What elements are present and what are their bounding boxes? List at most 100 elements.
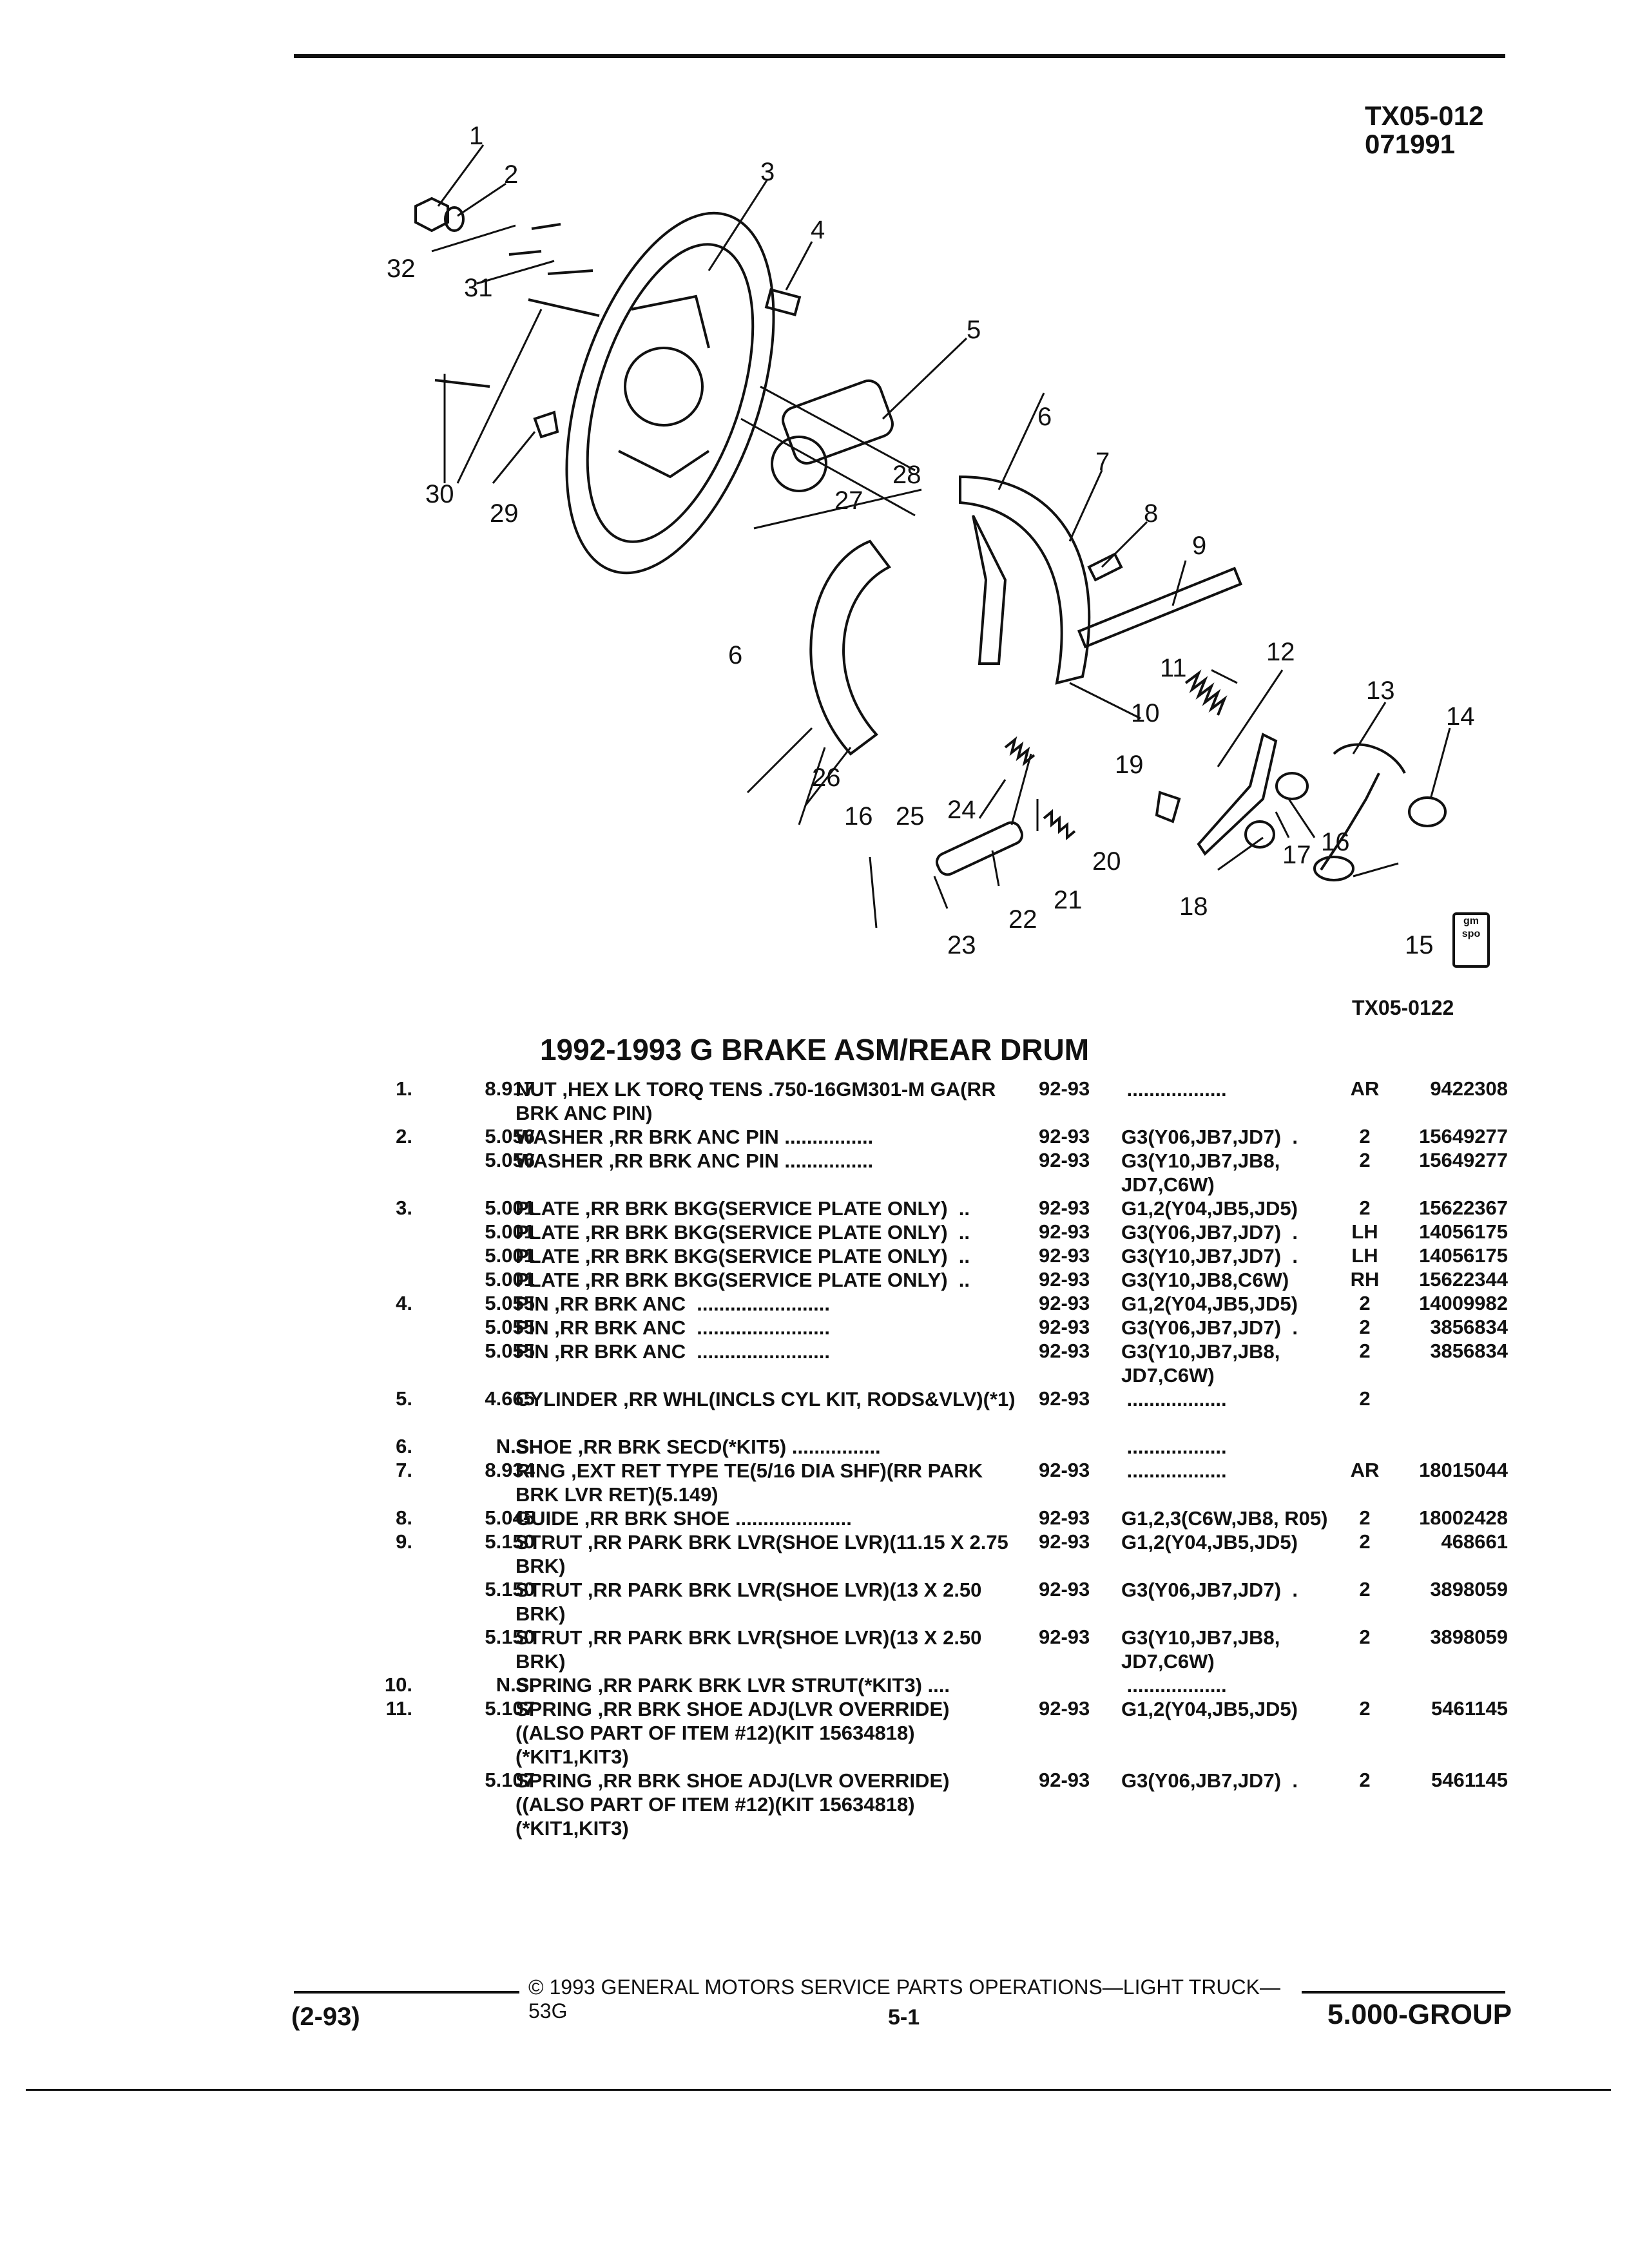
callout-28: 28 <box>892 461 921 489</box>
callout-7: 7 <box>1095 448 1110 476</box>
parts-application: G3(Y10,JB7,JB8, JD7,C6W) <box>1121 1626 1286 1673</box>
brake-shoe-right-shape <box>959 475 1091 685</box>
callout-25: 25 <box>896 802 925 831</box>
callout-12: 12 <box>1266 638 1295 666</box>
parts-application: G3(Y06,JB7,JD7) . <box>1121 1221 1298 1244</box>
footer-rule-left <box>294 1991 519 1994</box>
parts-part-number: 15649277 <box>1419 1149 1508 1171</box>
callout-18: 18 <box>1179 892 1208 921</box>
top-rule <box>294 54 1505 58</box>
callout-2: 2 <box>504 160 518 189</box>
header-code-line1: TX05-012 <box>1365 101 1484 131</box>
callout-21: 21 <box>1054 886 1083 914</box>
parts-part-number: 15622367 <box>1419 1196 1508 1219</box>
parts-group-number: N.S. <box>496 1673 535 1696</box>
parts-quantity: RH <box>1350 1268 1380 1291</box>
parts-description: PLATE ,RR BRK BKG(SERVICE PLATE ONLY) .. <box>516 1269 970 1291</box>
parts-years: 92-93 <box>1039 1626 1090 1648</box>
spring-17-shape <box>1244 820 1275 849</box>
callout-8: 8 <box>1144 499 1158 528</box>
parts-years: 92-93 <box>1039 1196 1090 1219</box>
parts-part-number: 5461145 <box>1431 1697 1508 1720</box>
parts-application: .................. <box>1121 1436 1227 1458</box>
callout-6-left: 6 <box>728 641 742 669</box>
parts-application: .................. <box>1121 1388 1227 1410</box>
parts-group-number: 5.107 <box>485 1697 535 1720</box>
parts-part-number: 3898059 <box>1430 1626 1508 1648</box>
parts-application: G1,2(Y04,JB5,JD5) <box>1121 1197 1298 1220</box>
parts-years: 92-93 <box>1039 1506 1090 1529</box>
callout-27: 27 <box>834 486 863 515</box>
parts-group-number: 5.055 <box>485 1292 535 1314</box>
parts-years: 92-93 <box>1039 1077 1090 1100</box>
parts-part-number: 18015044 <box>1419 1459 1508 1481</box>
parts-part-number: 3898059 <box>1430 1578 1508 1600</box>
parts-part-number: 15622344 <box>1419 1268 1508 1291</box>
parts-description: WASHER ,RR BRK ANC PIN ................ <box>516 1126 874 1148</box>
strut-shape <box>1077 566 1243 649</box>
callout-32: 32 <box>387 255 416 283</box>
parts-group-number: 5.056 <box>485 1149 535 1171</box>
callout-9: 9 <box>1192 532 1206 560</box>
footer-page-number: 5-1 <box>888 2005 920 2030</box>
parts-quantity: 2 <box>1359 1530 1371 1553</box>
footer-rule-right <box>1302 1991 1505 1994</box>
bottom-rule <box>26 2089 1611 2091</box>
anchor-pin-shape <box>764 288 802 316</box>
parts-application: G3(Y06,JB7,JD7) . <box>1121 1316 1298 1339</box>
brake-exploded-diagram: 1 2 3 4 5 6 7 8 9 6 11 12 13 14 10 19 16… <box>387 122 1475 959</box>
parts-group-number: 8.917 <box>485 1077 535 1100</box>
parts-group-number: 5.001 <box>485 1196 535 1219</box>
parts-years: 92-93 <box>1039 1769 1090 1791</box>
parts-years: 92-93 <box>1039 1149 1090 1171</box>
cable-guide-shape <box>1333 743 1406 774</box>
callout-16-left: 16 <box>844 802 873 831</box>
parts-description: STRUT ,RR PARK BRK LVR(SHOE LVR)(11.15 X… <box>516 1531 1014 1577</box>
parts-group-number: 5.150 <box>485 1578 535 1600</box>
callout-15: 15 <box>1405 931 1434 959</box>
parts-description: STRUT ,RR PARK BRK LVR(SHOE LVR)(13 X 2.… <box>516 1626 988 1673</box>
callout-3: 3 <box>760 158 775 186</box>
callout-16-right: 16 <box>1321 828 1350 856</box>
parts-years: 92-93 <box>1039 1268 1090 1291</box>
spring-16-shape <box>1275 772 1309 800</box>
parts-group-number: 5.055 <box>485 1316 535 1338</box>
parts-years: 92-93 <box>1039 1459 1090 1481</box>
shoe-guide-shape <box>1087 552 1123 582</box>
parts-quantity: 2 <box>1359 1626 1371 1648</box>
callout-20: 20 <box>1092 847 1121 876</box>
parts-years: 92-93 <box>1039 1125 1090 1148</box>
parts-quantity: 2 <box>1359 1769 1371 1791</box>
parts-quantity: 2 <box>1359 1340 1371 1362</box>
parts-quantity: 2 <box>1359 1578 1371 1600</box>
adjuster-screw-shape <box>935 821 1024 876</box>
parts-group-number: 8.934 <box>485 1459 535 1481</box>
parts-item-number: 3. <box>396 1196 412 1219</box>
callout-23: 23 <box>947 931 976 959</box>
parts-years: 92-93 <box>1039 1244 1090 1267</box>
nut-shape <box>414 197 449 233</box>
callout-29: 29 <box>490 499 519 528</box>
callout-4: 4 <box>811 216 825 244</box>
parts-description: SPRING ,RR BRK SHOE ADJ(LVR OVERRIDE) ((… <box>516 1698 956 1768</box>
parts-quantity: 2 <box>1359 1316 1371 1338</box>
callout-30: 30 <box>425 480 454 508</box>
callout-22: 22 <box>1008 905 1037 934</box>
parts-application: G3(Y10,JB8,C6W) <box>1121 1269 1289 1291</box>
callout-13: 13 <box>1366 677 1395 705</box>
parts-item-number: 1. <box>396 1077 412 1100</box>
parts-application: .................. <box>1121 1078 1227 1100</box>
parts-part-number: 3856834 <box>1430 1340 1508 1362</box>
header-code-line2: 071991 <box>1365 129 1456 159</box>
callout-31: 31 <box>464 274 493 302</box>
callout-11: 11 <box>1160 654 1187 682</box>
header-code: TX05-012 071991 <box>1365 102 1483 159</box>
footer-date: (2-93) <box>291 2003 360 2031</box>
parts-years: 92-93 <box>1039 1697 1090 1720</box>
callout-24: 24 <box>947 796 976 824</box>
parts-description: RING ,EXT RET TYPE TE(5/16 DIA SHF)(RR P… <box>516 1459 988 1506</box>
clip-19-shape <box>1155 791 1181 823</box>
parts-item-number: 5. <box>396 1387 412 1410</box>
parts-years: 92-93 <box>1039 1578 1090 1600</box>
parts-quantity: LH <box>1351 1220 1378 1243</box>
